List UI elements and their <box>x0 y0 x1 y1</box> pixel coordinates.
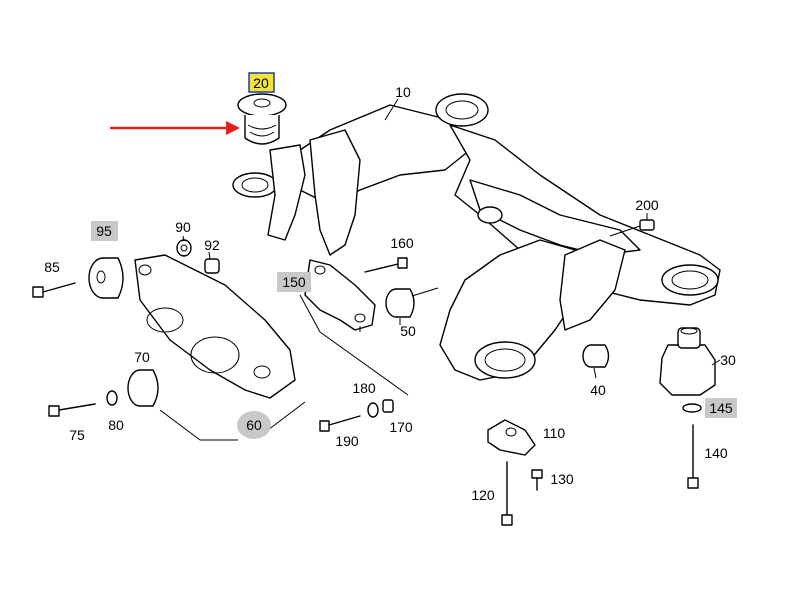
callout-box-20 <box>248 72 275 93</box>
callout-150: 150 <box>282 274 306 290</box>
callout-140: 140 <box>704 445 728 461</box>
callout-120: 120 <box>471 487 495 503</box>
callout-160: 160 <box>390 235 414 251</box>
bushing-part-95 <box>88 257 124 299</box>
callout-60: 60 <box>246 417 262 433</box>
bolt-part-75 <box>48 403 96 417</box>
differential-mount-plate <box>134 254 296 399</box>
leader-lines <box>159 98 721 441</box>
clip-part-200 <box>639 219 655 231</box>
callout-box-145 <box>705 398 737 418</box>
callout-92: 92 <box>204 237 220 253</box>
washer-part-180 <box>367 402 379 418</box>
washer-part-145 <box>682 403 702 413</box>
bolt-part-160 <box>364 257 408 273</box>
bracket-part-150 <box>304 259 376 331</box>
sleeve-part-92 <box>204 258 220 274</box>
bolt-part-190 <box>319 415 361 432</box>
rear-axle-subframe <box>232 93 721 381</box>
callout-box-95 <box>91 221 118 241</box>
callout-40: 40 <box>590 382 606 398</box>
bushing-part-50 <box>385 288 415 318</box>
bolt-part-140 <box>687 424 699 489</box>
callout-95: 95 <box>96 223 112 239</box>
callout-box-150 <box>277 272 311 292</box>
callout-10: 10 <box>395 84 411 100</box>
callout-circle-60 <box>237 411 271 439</box>
callout-110: 110 <box>543 425 566 441</box>
bracket-part-110 <box>487 419 536 456</box>
callout-70: 70 <box>134 349 150 365</box>
mount-part-30 <box>659 327 716 396</box>
stud-part-130 <box>531 469 543 491</box>
callout-30: 30 <box>720 352 736 368</box>
callout-190: 190 <box>335 433 359 449</box>
callout-85: 85 <box>44 259 60 275</box>
nut-part-90 <box>176 239 192 257</box>
callout-90: 90 <box>175 219 191 235</box>
callout-170: 170 <box>389 419 413 435</box>
callout-130: 130 <box>550 471 574 487</box>
callout-80: 80 <box>108 417 124 433</box>
washer-part-80 <box>106 390 118 406</box>
nut-part-170 <box>382 399 394 413</box>
bolt-part-85 <box>32 282 76 298</box>
callout-180: 180 <box>352 380 376 396</box>
bolt-part-120 <box>501 461 513 526</box>
callout-145: 145 <box>709 400 733 416</box>
callout-50: 50 <box>400 323 416 339</box>
bushing-part-40 <box>582 344 610 368</box>
bushing-part-20 <box>237 93 287 145</box>
callout-200: 200 <box>635 197 659 213</box>
bushing-part-70 <box>127 369 159 407</box>
callout-75: 75 <box>69 427 85 443</box>
callout-20: 20 <box>253 75 269 91</box>
highlight-arrow-head <box>226 121 240 135</box>
